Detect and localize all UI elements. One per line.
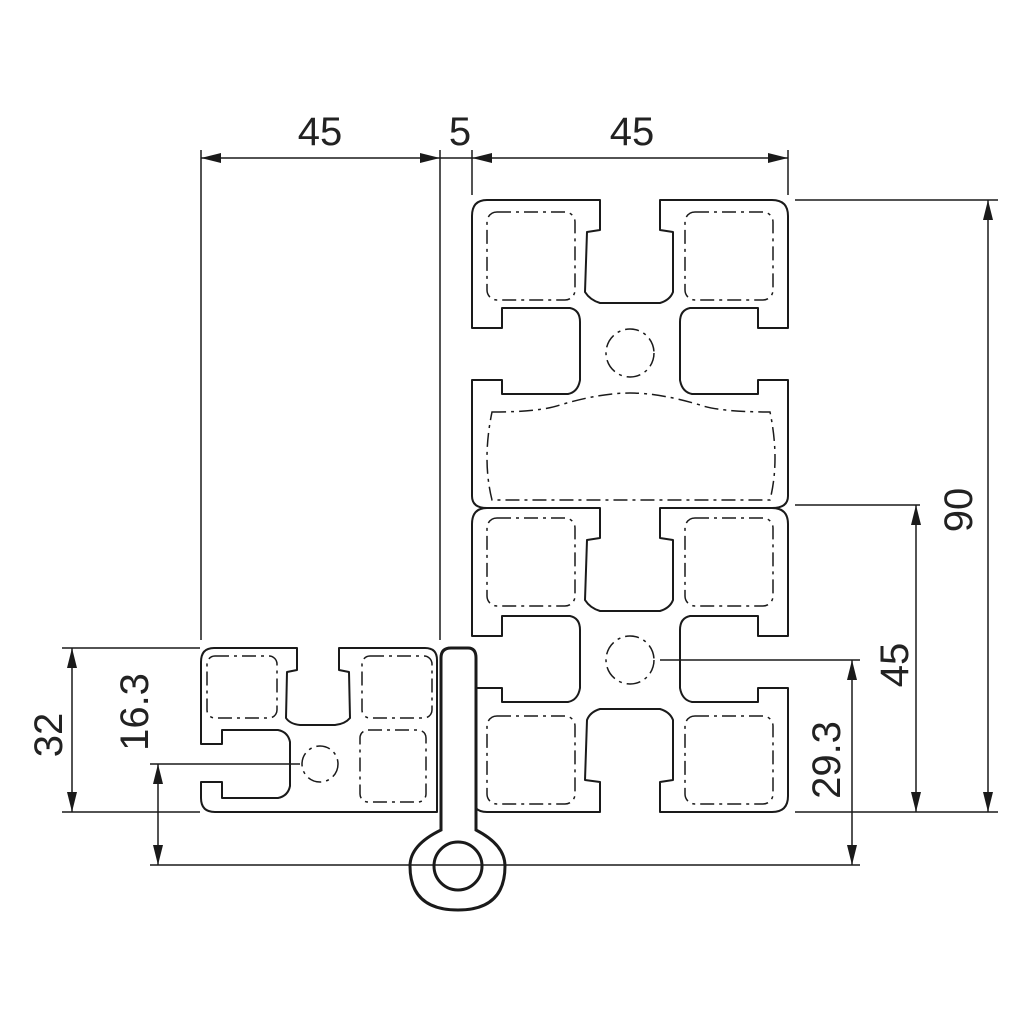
- hinge: [408, 646, 507, 912]
- dim-right-hinge-offset: 29.3: [805, 721, 849, 799]
- dim-right-total-height: 90: [937, 488, 981, 533]
- profile-small: [200, 647, 438, 813]
- hinge-pin-bore: [432, 840, 484, 892]
- center-bore-lower: [605, 635, 655, 685]
- dim-gap: 5: [449, 110, 471, 154]
- profile-45x90: [471, 199, 789, 813]
- dim-left-hinge-offset: 16.3: [113, 673, 157, 751]
- dimension-lines: [67, 153, 993, 865]
- small-center-bore: [301, 745, 339, 783]
- dim-top-right-width: 45: [610, 110, 655, 154]
- center-bore-upper: [605, 328, 655, 378]
- dim-left-height: 32: [27, 713, 71, 758]
- extension-lines: [62, 150, 998, 866]
- dim-top-left-width: 45: [298, 110, 343, 154]
- dim-right-center-height: 45: [873, 643, 917, 688]
